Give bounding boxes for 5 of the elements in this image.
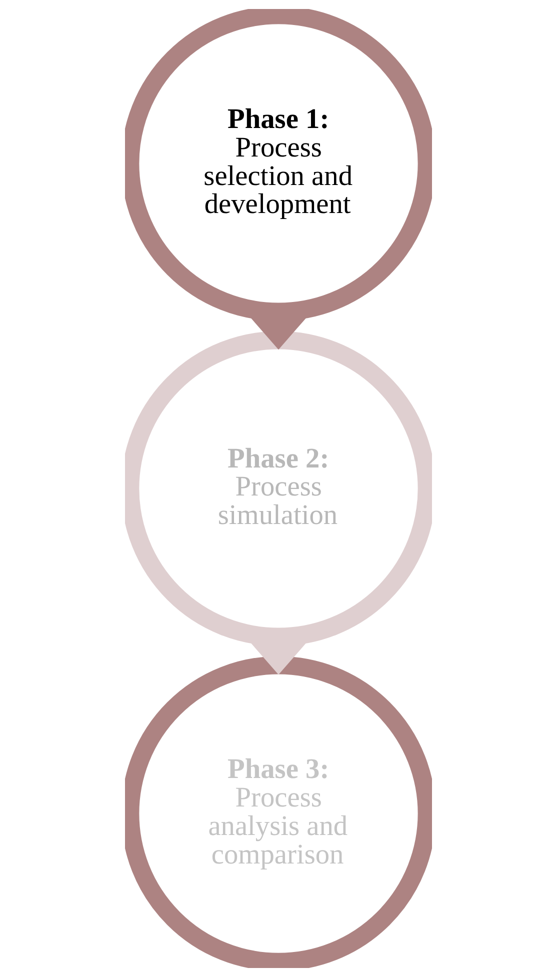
arrow [250, 642, 306, 674]
node-circle: Phase 2: Process simulation [125, 330, 432, 646]
node-circle: Phase 3: Process analysis and comparison [125, 656, 432, 968]
node-circle: Phase 1: Process selection and development [125, 8, 432, 320]
arrow [250, 317, 306, 350]
